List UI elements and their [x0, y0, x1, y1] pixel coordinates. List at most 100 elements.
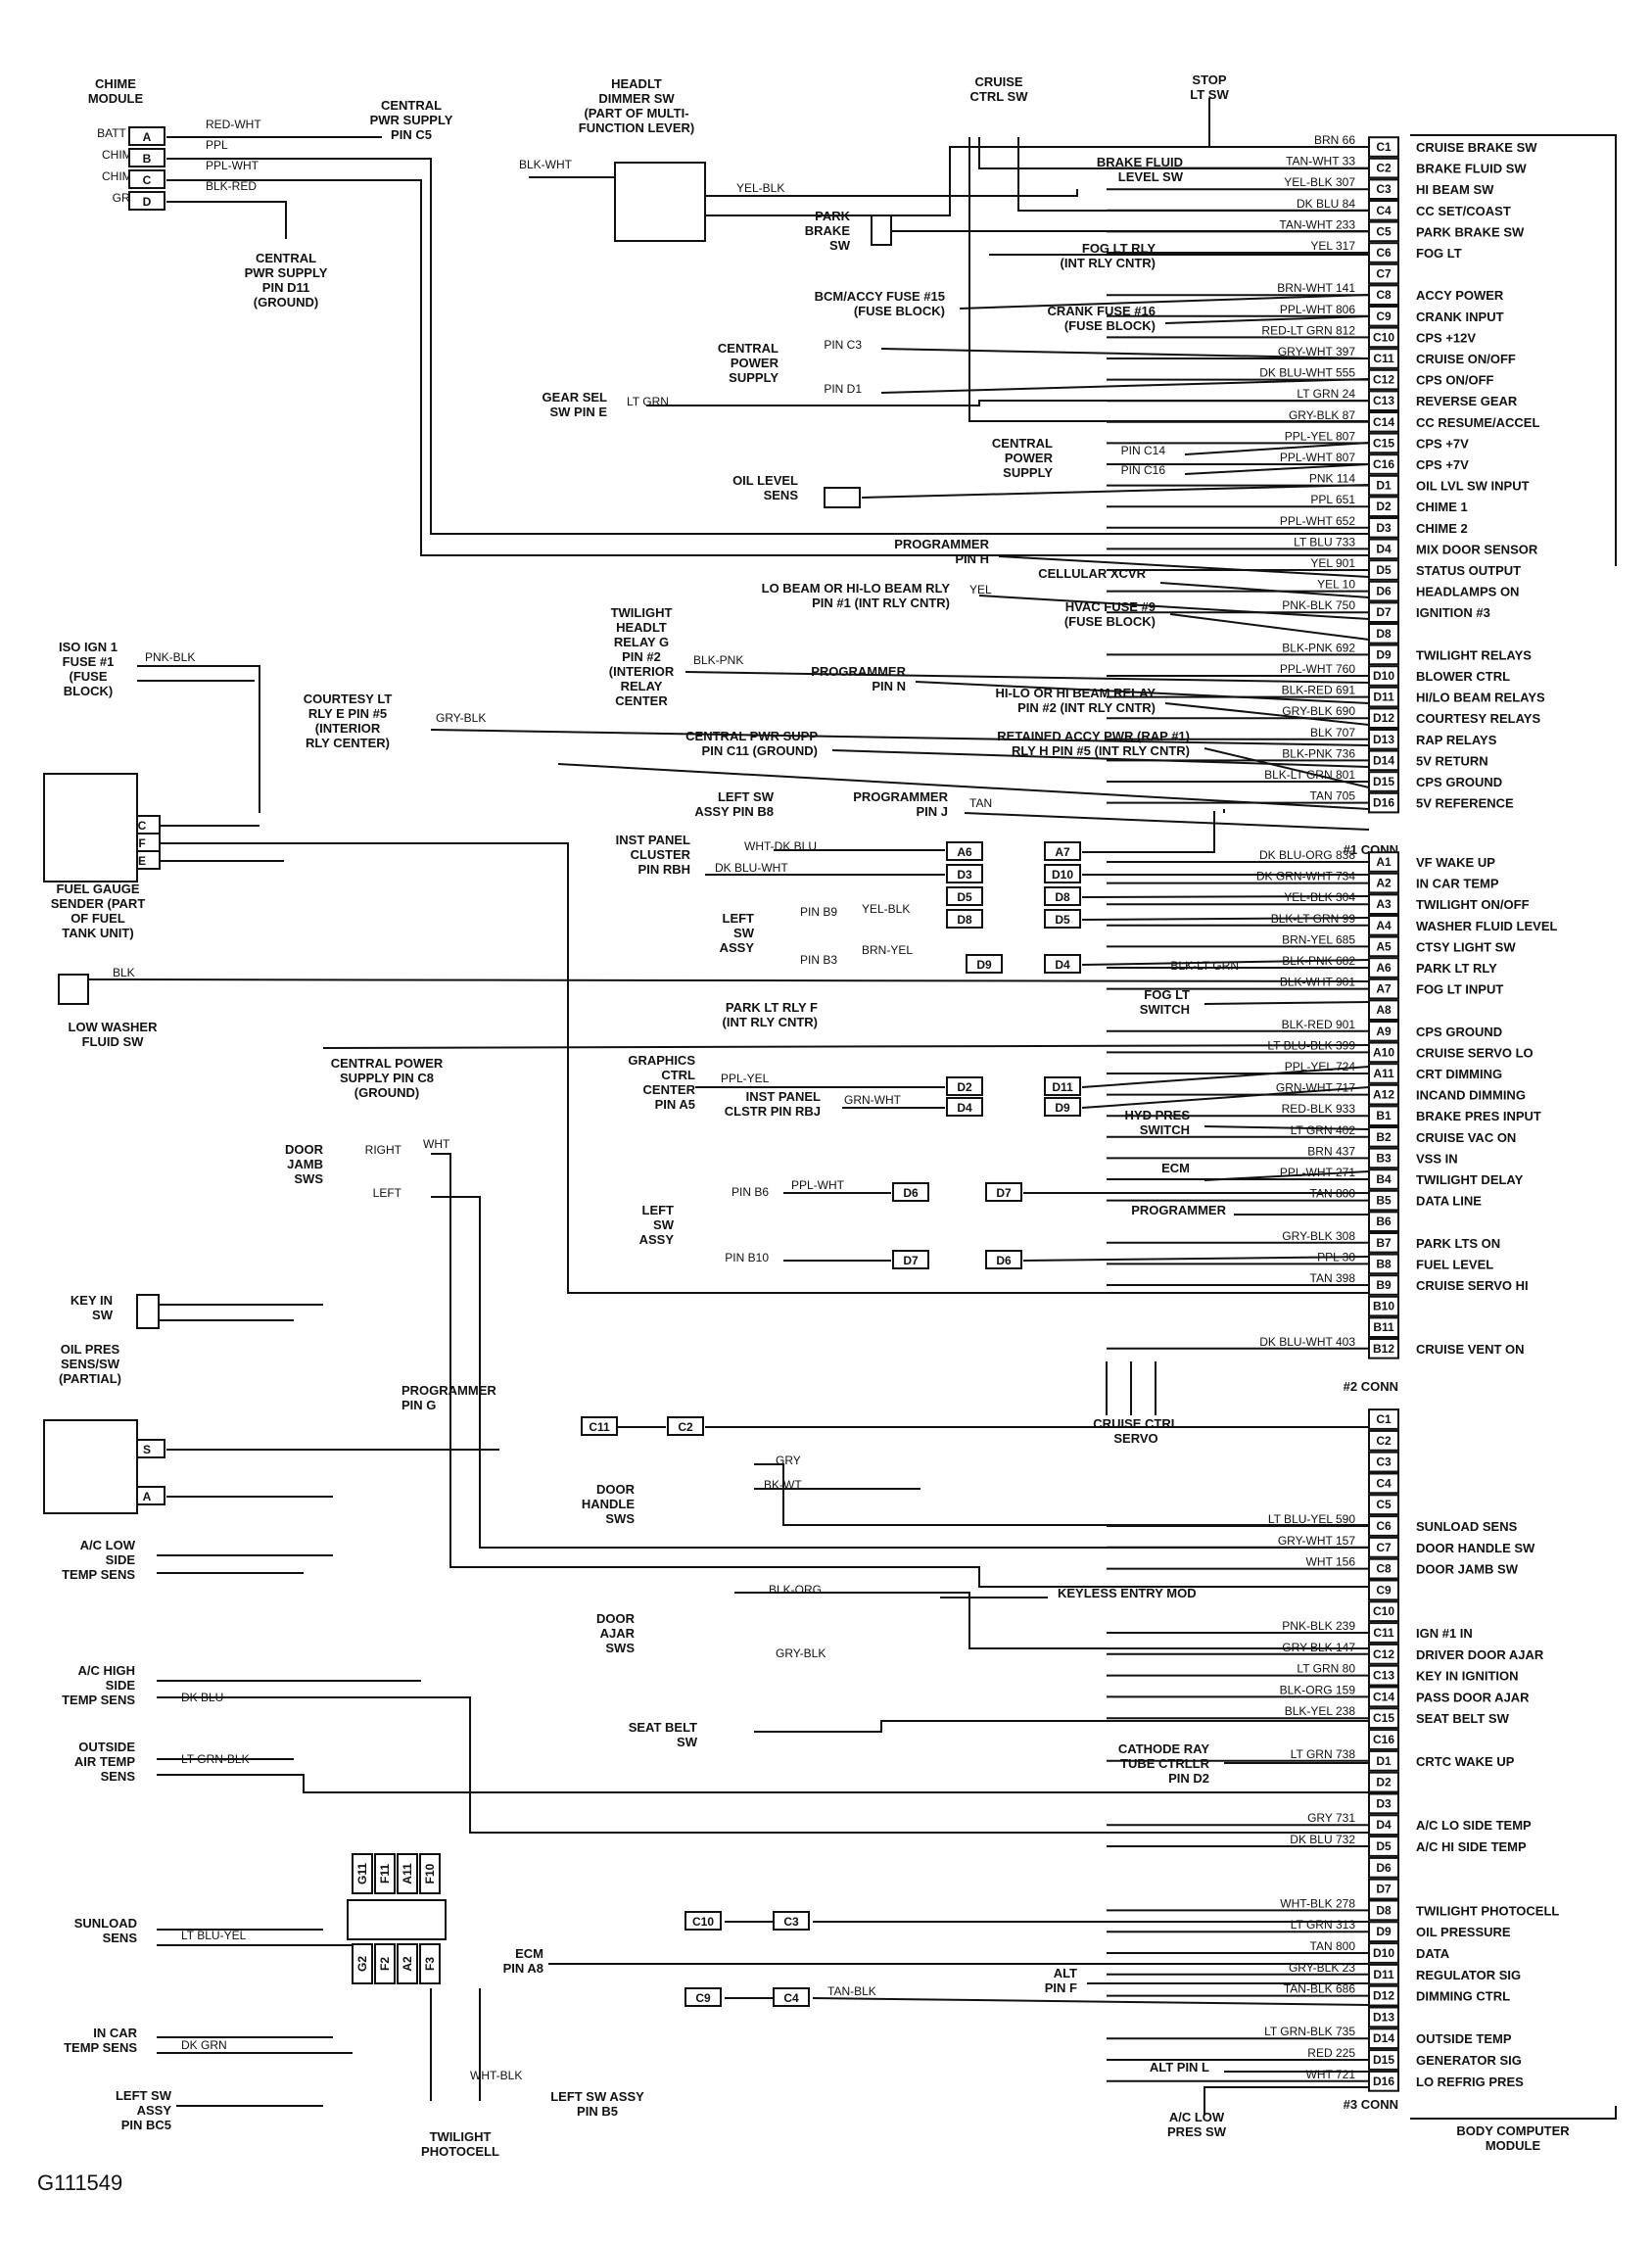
pin-label: B2 [1376, 1130, 1392, 1144]
pin-box [1368, 262, 1399, 285]
inline-connector-d6: D6 [892, 1182, 929, 1202]
wire-color: WHT 156 [1306, 1555, 1356, 1569]
pin-label: D5 [1376, 563, 1392, 577]
wire-label-yel-blk: YEL-BLK [736, 181, 784, 195]
wire-route [1159, 582, 1370, 598]
wire-route [646, 400, 1369, 406]
pin-label: D2 [1376, 1776, 1392, 1789]
inline-connector-label: A7 [1055, 845, 1070, 859]
pin-box [1368, 1295, 1399, 1317]
pin-function: LO REFRIG PRES [1416, 2075, 1524, 2089]
inline-connector-c11: C11 [581, 1416, 618, 1436]
wire-label-grn-wht: GRN-WHT [844, 1093, 902, 1107]
wire-color: LT GRN 402 [1291, 1123, 1356, 1137]
label-keyless: KEYLESS ENTRY MOD [1058, 1586, 1197, 1600]
pin-function: CPS GROUND [1416, 1025, 1502, 1039]
label-fog-rly: FOG LT RLY(INT RLY CNTR) [1061, 241, 1156, 270]
wire-label-dk-blu-wht: DK BLU-WHT [715, 861, 788, 875]
wire-color: PNK 114 [1309, 472, 1355, 486]
wire-label-pin-b9: PIN B9 [800, 905, 837, 919]
pin-label: D13 [1373, 2010, 1394, 2024]
pin-label: A8 [1376, 1003, 1392, 1017]
pin-label: D14 [1373, 753, 1394, 767]
pin-label: B3 [1376, 1151, 1392, 1165]
pin-label: D2 [1376, 500, 1392, 513]
inline-connector-label: C2 [678, 1420, 693, 1434]
wire-route [964, 812, 1370, 831]
inline-connector-label: D11 [1052, 1080, 1073, 1094]
wire-color: YEL 901 [1310, 556, 1355, 570]
pin-label: A6 [1376, 961, 1392, 975]
label-alt-l: ALT PIN L [1150, 2060, 1209, 2075]
wire-label-pin-d1: PIN D1 [824, 382, 862, 396]
pin-label: D8 [1376, 627, 1392, 641]
pin-function: CRTC WAKE UP [1416, 1754, 1515, 1769]
pin-function: HI BEAM SW [1416, 182, 1494, 197]
wire-route [87, 978, 1370, 982]
inline-connector-d7b: D7 [892, 1250, 929, 1269]
pin-label: C5 [1376, 224, 1392, 238]
pin-function: BLOWER CTRL [1416, 669, 1510, 684]
wire-color: DK BLU-WHT 403 [1259, 1335, 1355, 1349]
wiring [87, 98, 1370, 2116]
wire-color: TAN 398 [1310, 1271, 1356, 1285]
inline-connector-d5b: D5 [1044, 909, 1081, 929]
inline-connector-label: E [138, 854, 146, 868]
wire-color: BRN-YEL 685 [1282, 932, 1355, 946]
wire-route [998, 555, 1370, 578]
park-brake-switch [871, 215, 892, 246]
inline-connector-label: D7 [996, 1186, 1012, 1200]
inline-connector-d4b: D4 [946, 1097, 983, 1117]
wire-label-ppl-wht: PPL-WHT [206, 159, 260, 172]
inline-connector-label: D6 [996, 1254, 1012, 1267]
pin-label: B12 [1373, 1342, 1394, 1356]
pin-function: ACCY POWER [1416, 288, 1504, 303]
wire-route [734, 1592, 1369, 1649]
wire-route [880, 378, 1370, 394]
inline-connector-label: C11 [589, 1420, 610, 1434]
pin-label: C11 [1373, 1626, 1394, 1640]
inline-connector-label: D6 [903, 1186, 919, 1200]
wire-color: RED 225 [1307, 2046, 1355, 2060]
pin-label: A1 [1376, 855, 1392, 869]
wire-color: PPL-WHT 652 [1280, 514, 1355, 528]
pin-function: CRANK INPUT [1416, 310, 1504, 324]
wire-route [754, 1463, 1369, 1526]
inline-connector-d7: D7 [985, 1182, 1022, 1202]
pin-function: FOG LT INPUT [1416, 982, 1503, 997]
pin-label: D8 [1376, 1903, 1392, 1917]
pin-label: D10 [1373, 1946, 1394, 1960]
inline-connector-label: D5 [1055, 913, 1070, 927]
pin-box [1368, 1472, 1399, 1495]
pin-box [1368, 1316, 1399, 1339]
pin-label: C3 [1376, 1455, 1392, 1469]
pin-function: BRAKE FLUID SW [1416, 162, 1527, 176]
wire-color: RED-LT GRN 812 [1261, 323, 1355, 337]
wire-label-ppl-wht2: PPL-WHT [791, 1178, 845, 1192]
pin-function: IN CAR TEMP [1416, 877, 1499, 891]
pin-label: A10 [1373, 1045, 1394, 1059]
wire-label-pin-b6: PIN B6 [732, 1185, 769, 1199]
pin-label: D3 [1376, 1796, 1392, 1810]
oil-pres-sensor-box [43, 1419, 138, 1514]
inline-connector-label: D9 [1055, 1101, 1070, 1115]
pin-label: D4 [1376, 542, 1392, 555]
wire-route [157, 1774, 1369, 1793]
inline-connector-d5: D5 [946, 886, 983, 906]
pin-function: CC SET/COAST [1416, 204, 1511, 218]
pin-function: REVERSE GEAR [1416, 394, 1518, 408]
